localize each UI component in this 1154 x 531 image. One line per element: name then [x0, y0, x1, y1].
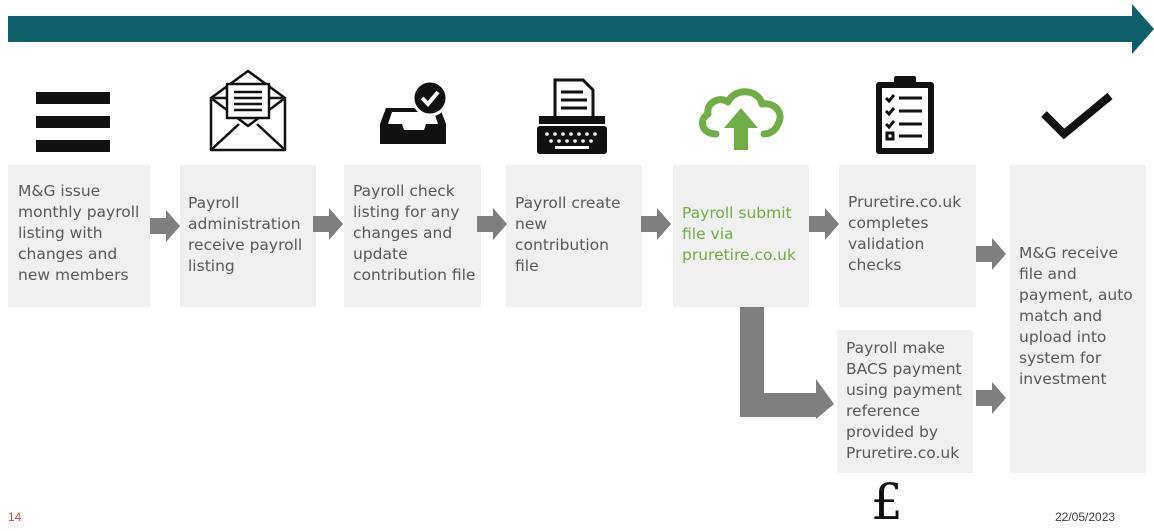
- payment-step-text: Payroll make BACS payment using payment …: [846, 339, 962, 462]
- footer-date: 22/05/2023: [1055, 510, 1116, 524]
- flow-arrow-2: [313, 208, 343, 240]
- flow-arrow-7: [976, 382, 1006, 414]
- step-box-4: Payroll create new contribution file: [506, 165, 642, 307]
- step-text-7: M&G receive file and payment, auto match…: [1019, 244, 1133, 388]
- inbox-check-icon: [380, 80, 449, 144]
- step-box-2: Payroll administration receive payroll l…: [180, 165, 316, 307]
- step-box-1: M&G issue monthly payroll listing with c…: [8, 165, 150, 307]
- clipboard-checklist-icon: [876, 76, 934, 154]
- checkmark-icon: [1041, 92, 1113, 140]
- flow-arrow-3: [477, 208, 507, 240]
- step-box-3: Payroll check listing for any changes an…: [344, 165, 481, 307]
- pound-sign-icon: £: [871, 473, 903, 531]
- step-text-4: Payroll create new contribution file: [515, 194, 621, 275]
- step-text-5: Payroll submit file via pruretire.co.uk: [682, 204, 796, 264]
- menu-lines-icon: [36, 92, 110, 152]
- envelope-letter-icon: [209, 69, 287, 152]
- timeline-banner-arrow: [8, 4, 1154, 54]
- flow-arrow-1: [150, 210, 180, 242]
- cloud-upload-icon: [698, 88, 784, 150]
- step-text-6: Pruretire.co.uk completes validation che…: [848, 193, 962, 274]
- step-text-1: M&G issue monthly payroll listing with c…: [18, 182, 140, 284]
- payment-step-box: Payroll make BACS payment using payment …: [837, 330, 973, 473]
- step-text-2: Payroll administration receive payroll l…: [188, 194, 303, 275]
- step-box-6: Pruretire.co.uk completes validation che…: [839, 165, 976, 307]
- flow-arrow-6: [976, 238, 1006, 270]
- page-number: 14: [8, 510, 22, 524]
- step-box-5: Payroll submit file via pruretire.co.uk: [673, 165, 809, 307]
- flow-arrow-4: [641, 208, 671, 240]
- branch-down-arrow: [740, 307, 834, 419]
- typewriter-icon: [537, 78, 607, 154]
- step-box-7: M&G receive file and payment, auto match…: [1010, 165, 1146, 473]
- step-text-3: Payroll check listing for any changes an…: [353, 182, 476, 284]
- flow-arrow-5: [809, 208, 839, 240]
